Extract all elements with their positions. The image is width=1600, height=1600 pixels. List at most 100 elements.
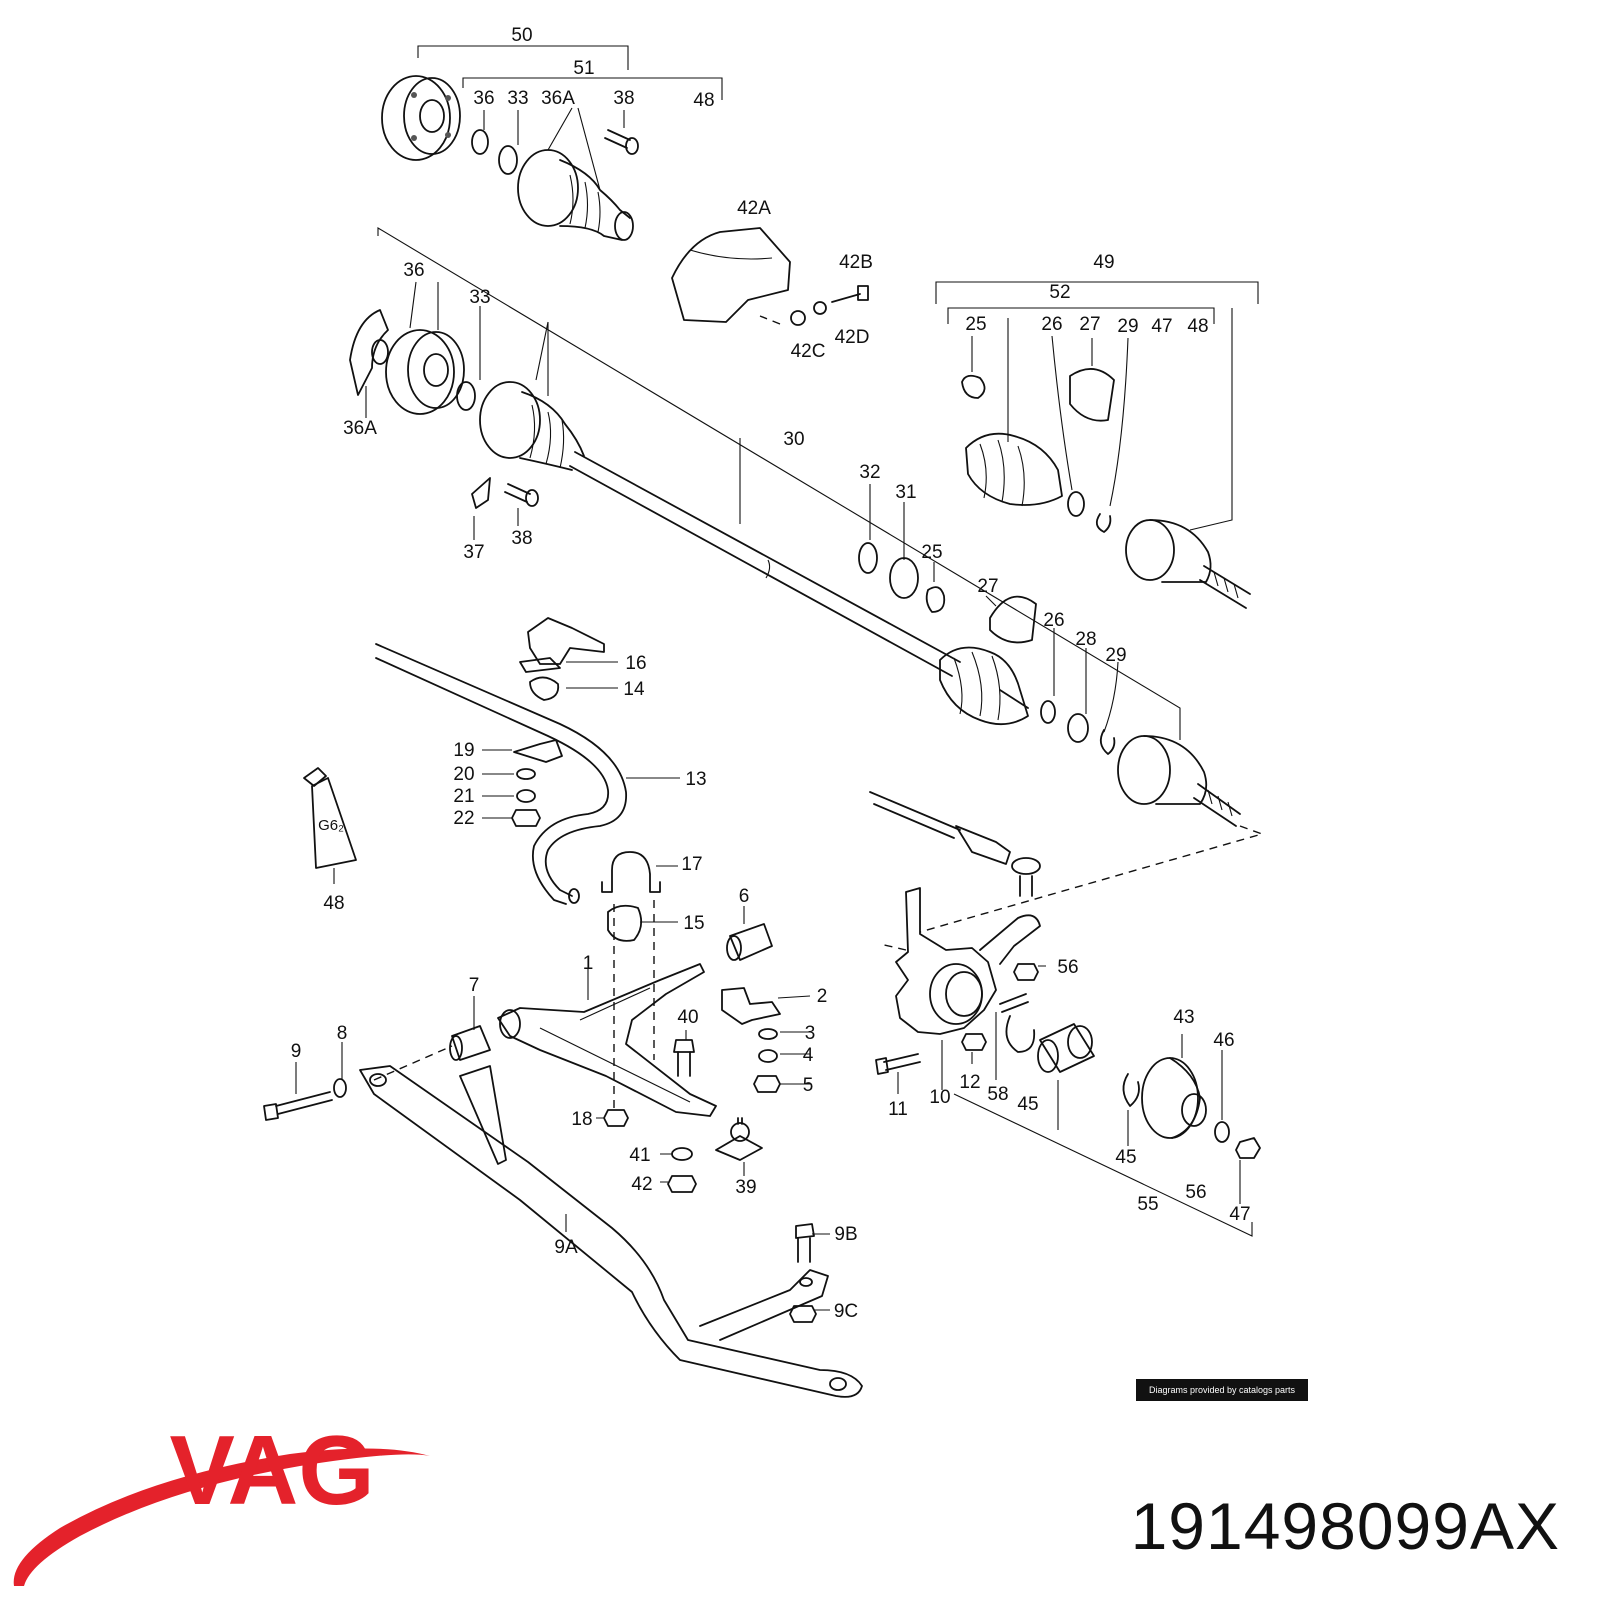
- inner-cv-flange-top: [381, 75, 461, 161]
- label-55: 55: [1137, 1194, 1158, 1215]
- label-25-mid: 25: [921, 542, 942, 563]
- grease-tube-label: G6₂: [318, 817, 344, 834]
- label-46: 46: [1213, 1030, 1234, 1051]
- label-16: 16: [625, 653, 646, 674]
- control-arm: [497, 963, 717, 1117]
- label-38-mid: 38: [511, 528, 532, 549]
- label-32: 32: [859, 462, 880, 483]
- label-52: 52: [1049, 282, 1070, 303]
- label-14: 14: [623, 679, 645, 700]
- bracket-2-washers-3-5: [721, 987, 781, 1093]
- label-51: 51: [573, 58, 594, 79]
- leader-lines-right: [971, 308, 1233, 531]
- bolt-9b-nut-9c: [789, 1223, 817, 1323]
- label-21: 21: [453, 786, 474, 807]
- label-48-top: 48: [693, 90, 714, 111]
- label-42a: 42A: [737, 198, 771, 219]
- wheel-bearing-45: [1005, 1015, 1095, 1073]
- label-47-hub: 47: [1229, 1204, 1250, 1225]
- stabilizer-bar: [375, 643, 627, 905]
- label-49: 49: [1093, 252, 1114, 273]
- outer-cv-joint-right: [1125, 519, 1251, 609]
- knuckle-fasteners: [875, 963, 1039, 1075]
- tie-rod: [869, 791, 1041, 897]
- label-9c: 9C: [834, 1301, 858, 1322]
- heat-shield-42a: [671, 227, 869, 326]
- assembly-dash-lines: [373, 315, 1265, 1110]
- label-38-top: 38: [613, 88, 634, 109]
- logo-swoosh: [13, 1448, 430, 1586]
- outer-cv-boot-mid: [939, 646, 1116, 755]
- label-39: 39: [735, 1177, 756, 1198]
- label-36a-mid: 36A: [343, 418, 377, 439]
- ball-joint-39: [715, 1117, 763, 1161]
- label-37: 37: [463, 542, 484, 563]
- label-5: 5: [803, 1075, 814, 1096]
- stabilizer-mount-14-16: [519, 617, 605, 701]
- callout-labels: 50 51 36 33 36A 38 48 42A 42B 42C 42D 36…: [291, 25, 1251, 1322]
- label-3: 3: [805, 1023, 816, 1044]
- logo-text: VAG: [169, 1415, 374, 1525]
- label-19: 19: [453, 740, 474, 761]
- label-30: 30: [783, 429, 804, 450]
- label-29-right: 29: [1117, 316, 1138, 337]
- label-31: 31: [895, 482, 916, 503]
- label-26-right: 26: [1041, 314, 1062, 335]
- label-18: 18: [571, 1109, 592, 1130]
- label-20: 20: [453, 764, 474, 785]
- label-33-top: 33: [507, 88, 528, 109]
- cv-boot-mid: [479, 381, 585, 471]
- label-11: 11: [888, 1099, 908, 1120]
- label-45-hub: 45: [1115, 1147, 1136, 1168]
- label-15: 15: [683, 913, 704, 934]
- label-42d: 42D: [835, 327, 870, 348]
- right-bracket-group: [935, 281, 1259, 324]
- label-6: 6: [739, 886, 750, 907]
- shaft-rings-31-32: [858, 542, 1037, 644]
- leader-lines: [295, 107, 1129, 1311]
- label-27-right: 27: [1079, 314, 1100, 335]
- label-13: 13: [685, 769, 706, 790]
- outer-cv-joint-mid: [1117, 735, 1241, 827]
- label-56-hub: 56: [1185, 1182, 1206, 1203]
- label-58: 58: [987, 1084, 1008, 1105]
- drive-shaft: [569, 451, 961, 677]
- radius-rod-9a: [359, 1065, 863, 1398]
- label-25-right: 25: [965, 314, 986, 335]
- label-1: 1: [583, 953, 594, 974]
- label-42c: 42C: [791, 341, 826, 362]
- diagram-credit: Diagrams provided by catalogs parts: [1136, 1379, 1308, 1401]
- drive-shaft-bracket: [377, 227, 1181, 740]
- bushing-6: [726, 923, 773, 961]
- label-9b: 9B: [834, 1224, 857, 1245]
- label-28-mid: 28: [1075, 629, 1096, 650]
- label-47-right: 47: [1151, 316, 1172, 337]
- label-48-right: 48: [1187, 316, 1208, 337]
- label-56-knuckle: 56: [1057, 957, 1078, 978]
- part-number: 191498099AX: [1130, 1489, 1560, 1563]
- label-12: 12: [959, 1072, 980, 1093]
- label-41: 41: [629, 1145, 650, 1166]
- label-26-mid: 26: [1043, 610, 1064, 631]
- label-33-mid: 33: [469, 287, 490, 308]
- label-43: 43: [1173, 1007, 1194, 1028]
- inner-flange-36-mid: [349, 309, 476, 415]
- vag-logo: VAG: [13, 1415, 430, 1586]
- label-40: 40: [677, 1007, 698, 1028]
- bolt-40: [673, 1039, 695, 1077]
- hub-bracket: [941, 1034, 1253, 1237]
- clamp-17: [601, 851, 661, 942]
- label-4: 4: [803, 1045, 814, 1066]
- label-9a: 9A: [554, 1237, 578, 1258]
- bolt-37-38-mid: [471, 477, 539, 509]
- label-42b: 42B: [839, 252, 873, 273]
- label-50: 50: [511, 25, 532, 46]
- label-8: 8: [337, 1023, 348, 1044]
- label-7: 7: [469, 975, 480, 996]
- label-17: 17: [681, 854, 702, 875]
- grease-tube: G6₂: [303, 767, 357, 869]
- label-36a-top: 36A: [541, 88, 575, 109]
- top-bracket-group: [417, 45, 723, 100]
- bolt-9-washer-8: [263, 1078, 347, 1121]
